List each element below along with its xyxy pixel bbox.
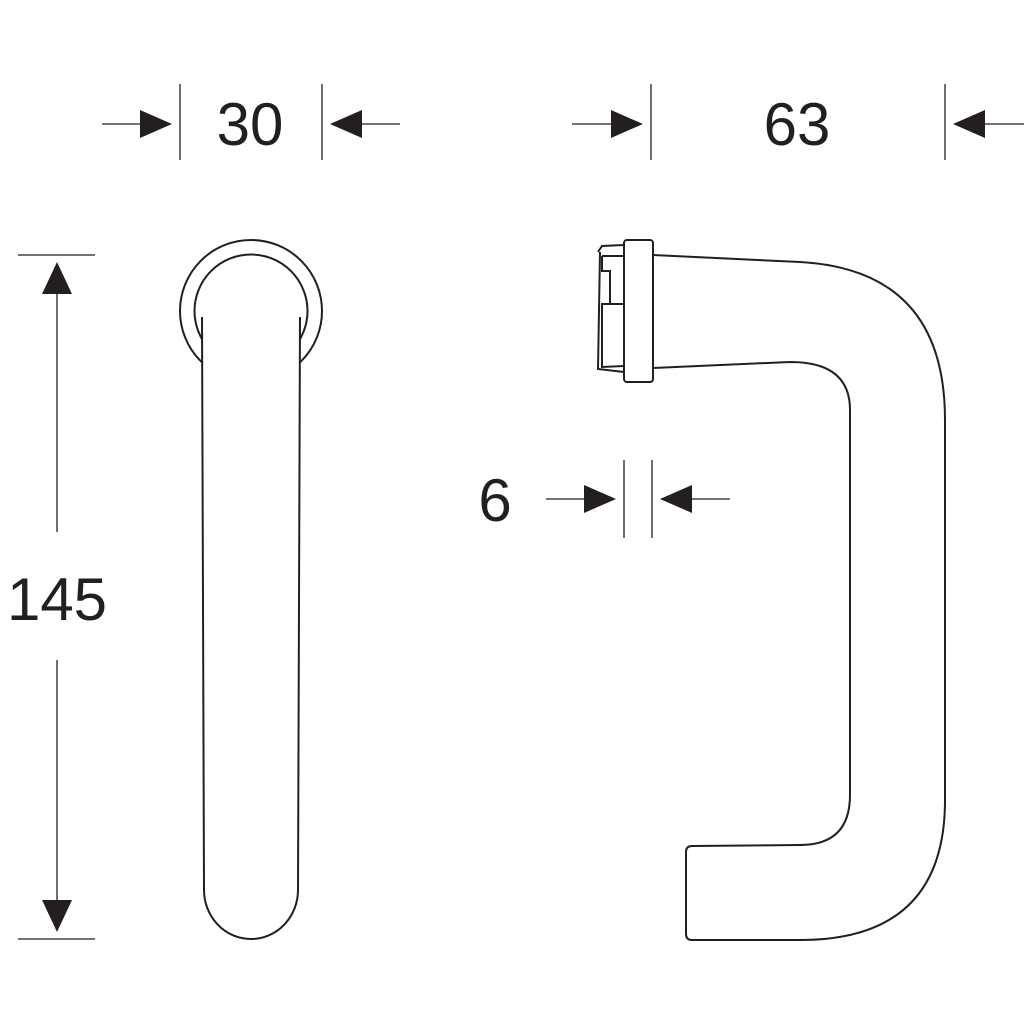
arrow-down-icon <box>42 900 72 932</box>
side-view <box>596 239 946 941</box>
dimension-label-145: 145 <box>6 566 108 633</box>
lever-front <box>201 316 301 940</box>
dimension-6 <box>546 460 730 538</box>
front-view <box>179 239 323 940</box>
dimension-63 <box>572 84 1024 160</box>
arrow-right-icon <box>611 110 643 138</box>
arrow-left-icon <box>330 110 362 138</box>
dimension-label-6: 6 <box>478 467 512 534</box>
dimension-145 <box>18 254 95 940</box>
dimension-label-30: 30 <box>216 91 284 158</box>
arrow-left-icon <box>660 485 692 513</box>
lever-side <box>652 254 946 941</box>
arrow-left-icon <box>953 110 985 138</box>
dimension-label-63: 63 <box>763 91 831 158</box>
arrow-right-icon <box>140 110 172 138</box>
dimension-30 <box>102 84 400 160</box>
arrow-up-icon <box>42 262 72 294</box>
spindle-insert <box>596 244 625 373</box>
rose-side <box>623 239 654 383</box>
arrow-right-icon <box>584 485 616 513</box>
